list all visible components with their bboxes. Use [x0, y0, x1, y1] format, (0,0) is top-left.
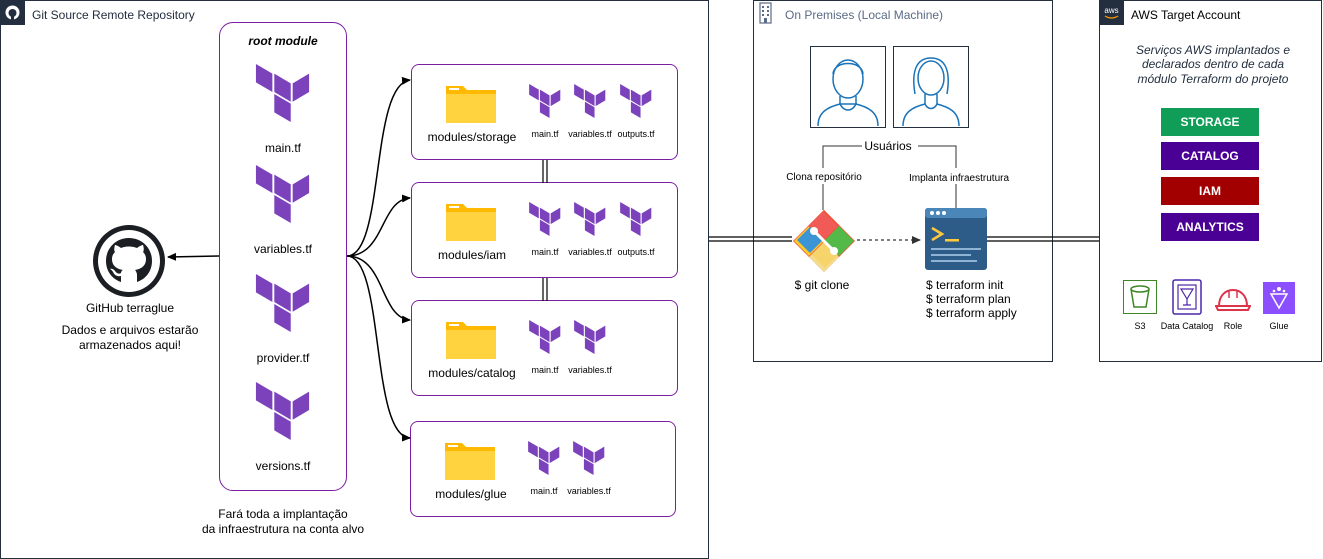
folder-icon: [444, 439, 496, 486]
terminal-icon: [925, 208, 987, 270]
root-caption-line1: Fará toda a implantação: [218, 507, 348, 521]
root-file-label: versions.tf: [255, 459, 311, 473]
module-name: modules/storage: [427, 130, 517, 144]
aws-desc-line3: módulo Terraform do projeto: [1137, 72, 1289, 86]
onprem-group: [753, 0, 1053, 362]
folder-icon: [445, 200, 497, 247]
root-file-label: variables.tf: [253, 242, 313, 256]
service-catalog-badge: CATALOG: [1161, 142, 1259, 170]
root-caption-line2: da infraestrutura na conta alvo: [201, 522, 365, 536]
git-icon: [792, 209, 856, 273]
github-small-icon: [0, 0, 25, 25]
data-catalog-label: Data Catalog: [1160, 321, 1214, 331]
module-file-label: outputs.tf: [617, 247, 655, 257]
onprem-group-title: On Premises (Local Machine): [785, 8, 944, 22]
terraform-file-icon: [573, 84, 607, 123]
data-catalog-icon: [1171, 279, 1203, 315]
root-file-label: provider.tf: [256, 351, 310, 365]
aws-desc-line2: declarados dentro de cada: [1141, 57, 1285, 71]
module-file-label: main.tf: [531, 129, 559, 139]
module-file-label: main.tf: [531, 247, 559, 257]
terraform-file-icon: [573, 202, 607, 241]
git-clone-command: $ git clone: [794, 278, 850, 292]
s3-bucket-icon: [1123, 280, 1157, 314]
svg-text:aws: aws: [1104, 6, 1118, 15]
user-female-icon: [893, 46, 969, 128]
module-name: modules/catalog: [428, 366, 516, 380]
users-label: Usuários: [864, 139, 912, 153]
module-file-label: variables.tf: [568, 129, 612, 139]
terraform-file-icon: [527, 441, 561, 480]
glue-label: Glue: [1269, 321, 1289, 331]
module-name: modules/glue: [435, 487, 507, 501]
user-male-icon: [810, 46, 886, 128]
terraform-commands: $ terraform init $ terraform plan $ terr…: [926, 278, 1017, 320]
terraform-file-icon: [619, 84, 653, 123]
aws-desc-line1: Serviços AWS implantados e: [1135, 43, 1291, 57]
role-label: Role: [1223, 321, 1243, 331]
root-file-label: main.tf: [264, 141, 301, 155]
service-analytics-badge: ANALYTICS: [1161, 213, 1259, 241]
terraform-apply-command: $ terraform apply: [926, 306, 1017, 320]
s3-label: S3: [1134, 321, 1146, 331]
aws-logo-icon: aws: [1099, 0, 1124, 25]
service-iam-badge: IAM: [1161, 177, 1259, 205]
terraform-file-icon: [528, 202, 562, 241]
module-file-label: main.tf: [531, 365, 559, 375]
deploy-label: Implanta infraestrutura: [908, 173, 1010, 184]
building-icon: [753, 0, 778, 25]
module-file-label: main.tf: [530, 486, 558, 496]
root-module-title: root module: [248, 34, 318, 48]
git-group-title: Git Source Remote Repository: [32, 8, 195, 22]
terraform-plan-command: $ terraform plan: [926, 292, 1011, 306]
terraform-file-icon: [573, 320, 607, 359]
module-file-label: outputs.tf: [617, 129, 655, 139]
folder-icon: [445, 318, 497, 365]
glue-icon: [1263, 282, 1295, 314]
module-file-label: variables.tf: [568, 247, 612, 257]
terraform-file-icon: [254, 64, 312, 127]
root-module-box: [219, 22, 347, 491]
aws-account-group: [1099, 0, 1322, 362]
module-file-label: variables.tf: [568, 365, 612, 375]
github-icon: [92, 224, 166, 298]
terraform-file-icon: [254, 382, 312, 445]
terraform-file-icon: [619, 202, 653, 241]
service-storage-badge: STORAGE: [1161, 108, 1259, 136]
aws-group-title: AWS Target Account: [1131, 8, 1241, 22]
github-desc-line2: armazenados aqui!: [78, 338, 182, 352]
github-name: GitHub terraglue: [85, 301, 175, 315]
clone-label: Clona repositório: [786, 172, 862, 183]
terraform-file-icon: [254, 274, 312, 337]
module-name: modules/iam: [437, 248, 507, 262]
module-file-label: variables.tf: [567, 486, 611, 496]
iam-role-icon: [1214, 286, 1252, 314]
terraform-file-icon: [528, 84, 562, 123]
terraform-file-icon: [528, 320, 562, 359]
folder-icon: [445, 82, 497, 129]
terraform-file-icon: [572, 441, 606, 480]
terraform-file-icon: [254, 165, 312, 228]
github-desc-line1: Dados e arquivos estarão: [61, 323, 199, 337]
terraform-init-command: $ terraform init: [926, 278, 1004, 292]
